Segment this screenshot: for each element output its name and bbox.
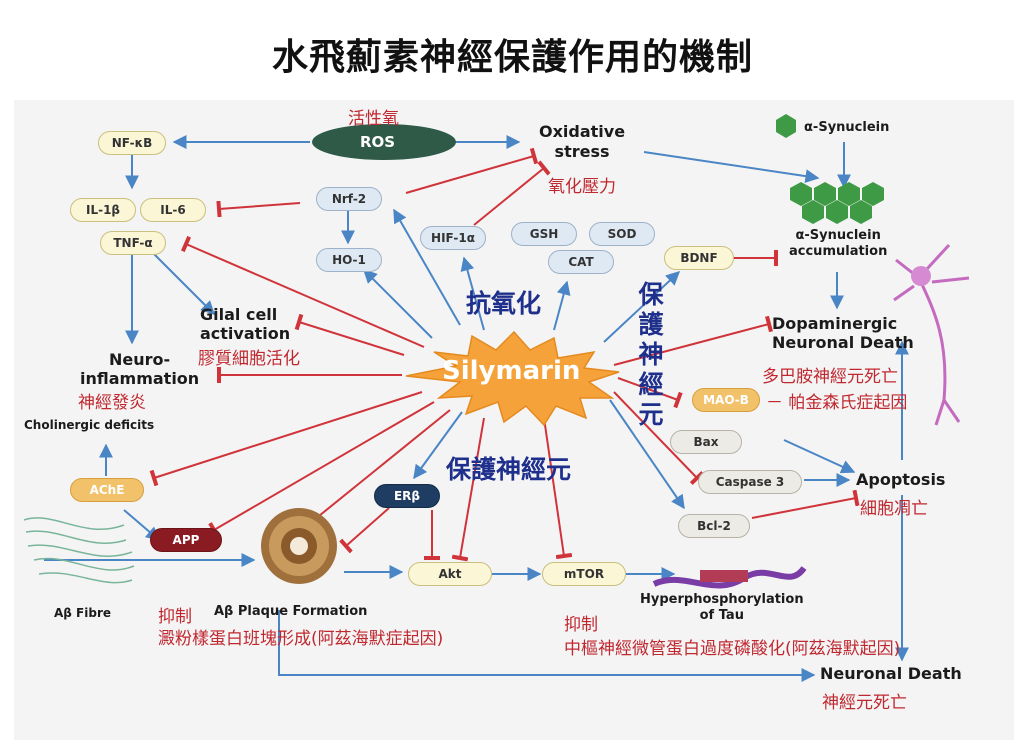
abeta-fibre-icon [23, 517, 135, 584]
alpha-synuclein-accumulation-label: α-Synuclein accumulation [789, 228, 888, 259]
alpha-synuclein-label: α-Synuclein [804, 120, 890, 135]
oxidative-stress-zh: 氧化壓力 [548, 177, 616, 197]
il6-node: IL-6 [140, 198, 206, 222]
abeta-plaque-icon [261, 508, 337, 584]
cat-node: CAT [548, 250, 614, 274]
apoptosis-zh: 細胞凋亡 [860, 499, 928, 519]
silymarin-label: Silymarin [442, 356, 581, 386]
activation-arrows [44, 135, 909, 682]
hif1a-node: HIF-1α [420, 226, 486, 250]
silymarin-burst [405, 330, 620, 427]
plaque-inhibit-zh: 抑制 [158, 607, 192, 627]
gsh-node: GSH [511, 222, 577, 246]
akt-node: Akt [408, 562, 492, 586]
neuron-icon [893, 243, 970, 426]
oxidative-stress-label: Oxidative stress [539, 122, 626, 161]
antioxidant-label: 抗氧化 [466, 289, 542, 318]
tau-label: Hyperphosphorylation of Tau [640, 592, 804, 623]
dopaminergic-zh: 多巴胺神經元死亡 [762, 367, 898, 387]
mechanism-diagram [23, 114, 970, 682]
neuronal-death-zh: 神經元死亡 [822, 693, 907, 713]
ros-node: ROS [360, 133, 396, 151]
caspase3-node: Caspase 3 [698, 470, 802, 494]
tnfa-node: TNF-α [100, 231, 166, 255]
tau-inhibit-zh: 抑制 [564, 615, 598, 635]
il1b-node: IL-1β [70, 198, 136, 222]
abeta-fibre-label: Aβ Fibre [54, 606, 112, 620]
inhibition-lines [149, 147, 860, 562]
bax-node: Bax [670, 430, 742, 454]
ho1-node: HO-1 [316, 248, 382, 272]
neuronal-death-label: Neuronal Death [820, 664, 962, 683]
tau-icon [652, 566, 807, 589]
neuroinflammation-zh: 神經發炎 [78, 393, 146, 413]
plaque-zh: 澱粉樣蛋白班塊形成(阿茲海默症起因) [158, 629, 444, 649]
neuroprotect-vertical-label: 保護神經元 [638, 280, 664, 429]
parkinson-zh: － 帕金森氏症起因 [766, 393, 908, 413]
erb-node: ERβ [374, 484, 440, 508]
app-node: APP [150, 528, 222, 552]
nfkb-node: NF-κB [98, 131, 166, 155]
cholinergic-deficits-label: Cholinergic deficits [24, 418, 155, 432]
apoptosis-label: Apoptosis [856, 470, 946, 489]
neuroinflammation-label: Neuro- inflammation [80, 350, 200, 388]
glial-activation-zh: 膠質細胞活化 [198, 349, 300, 369]
page-title: 水飛薊素神經保護作用的機制 [271, 37, 753, 78]
neuroprotect-label: 保護神經元 [446, 455, 572, 484]
bcl2-node: Bcl-2 [678, 514, 750, 538]
tau-zh: 中樞神經微管蛋白過度磷酸化(阿茲海默起因) [564, 639, 901, 659]
glial-activation-label: Gilal cell activation [200, 305, 291, 343]
ros-zh: 活性氧 [348, 109, 399, 129]
dopaminergic-death-label: Dopaminergic Neuronal Death [772, 314, 914, 352]
bdnf-node: BDNF [664, 246, 734, 270]
ache-node: AChE [70, 478, 144, 502]
abeta-plaque-label: Aβ Plaque Formation [214, 604, 368, 619]
nrf2-node: Nrf-2 [316, 187, 382, 211]
synuclein-hexagons [776, 114, 884, 224]
diagram-panel: Oxidative stress 氧化壓力 活性氧 ROS α-Synuclei… [14, 100, 1014, 740]
ros-ellipse [312, 124, 456, 160]
maob-node: MAO-B [692, 388, 760, 412]
mtor-node: mTOR [542, 562, 626, 586]
sod-node: SOD [589, 222, 655, 246]
